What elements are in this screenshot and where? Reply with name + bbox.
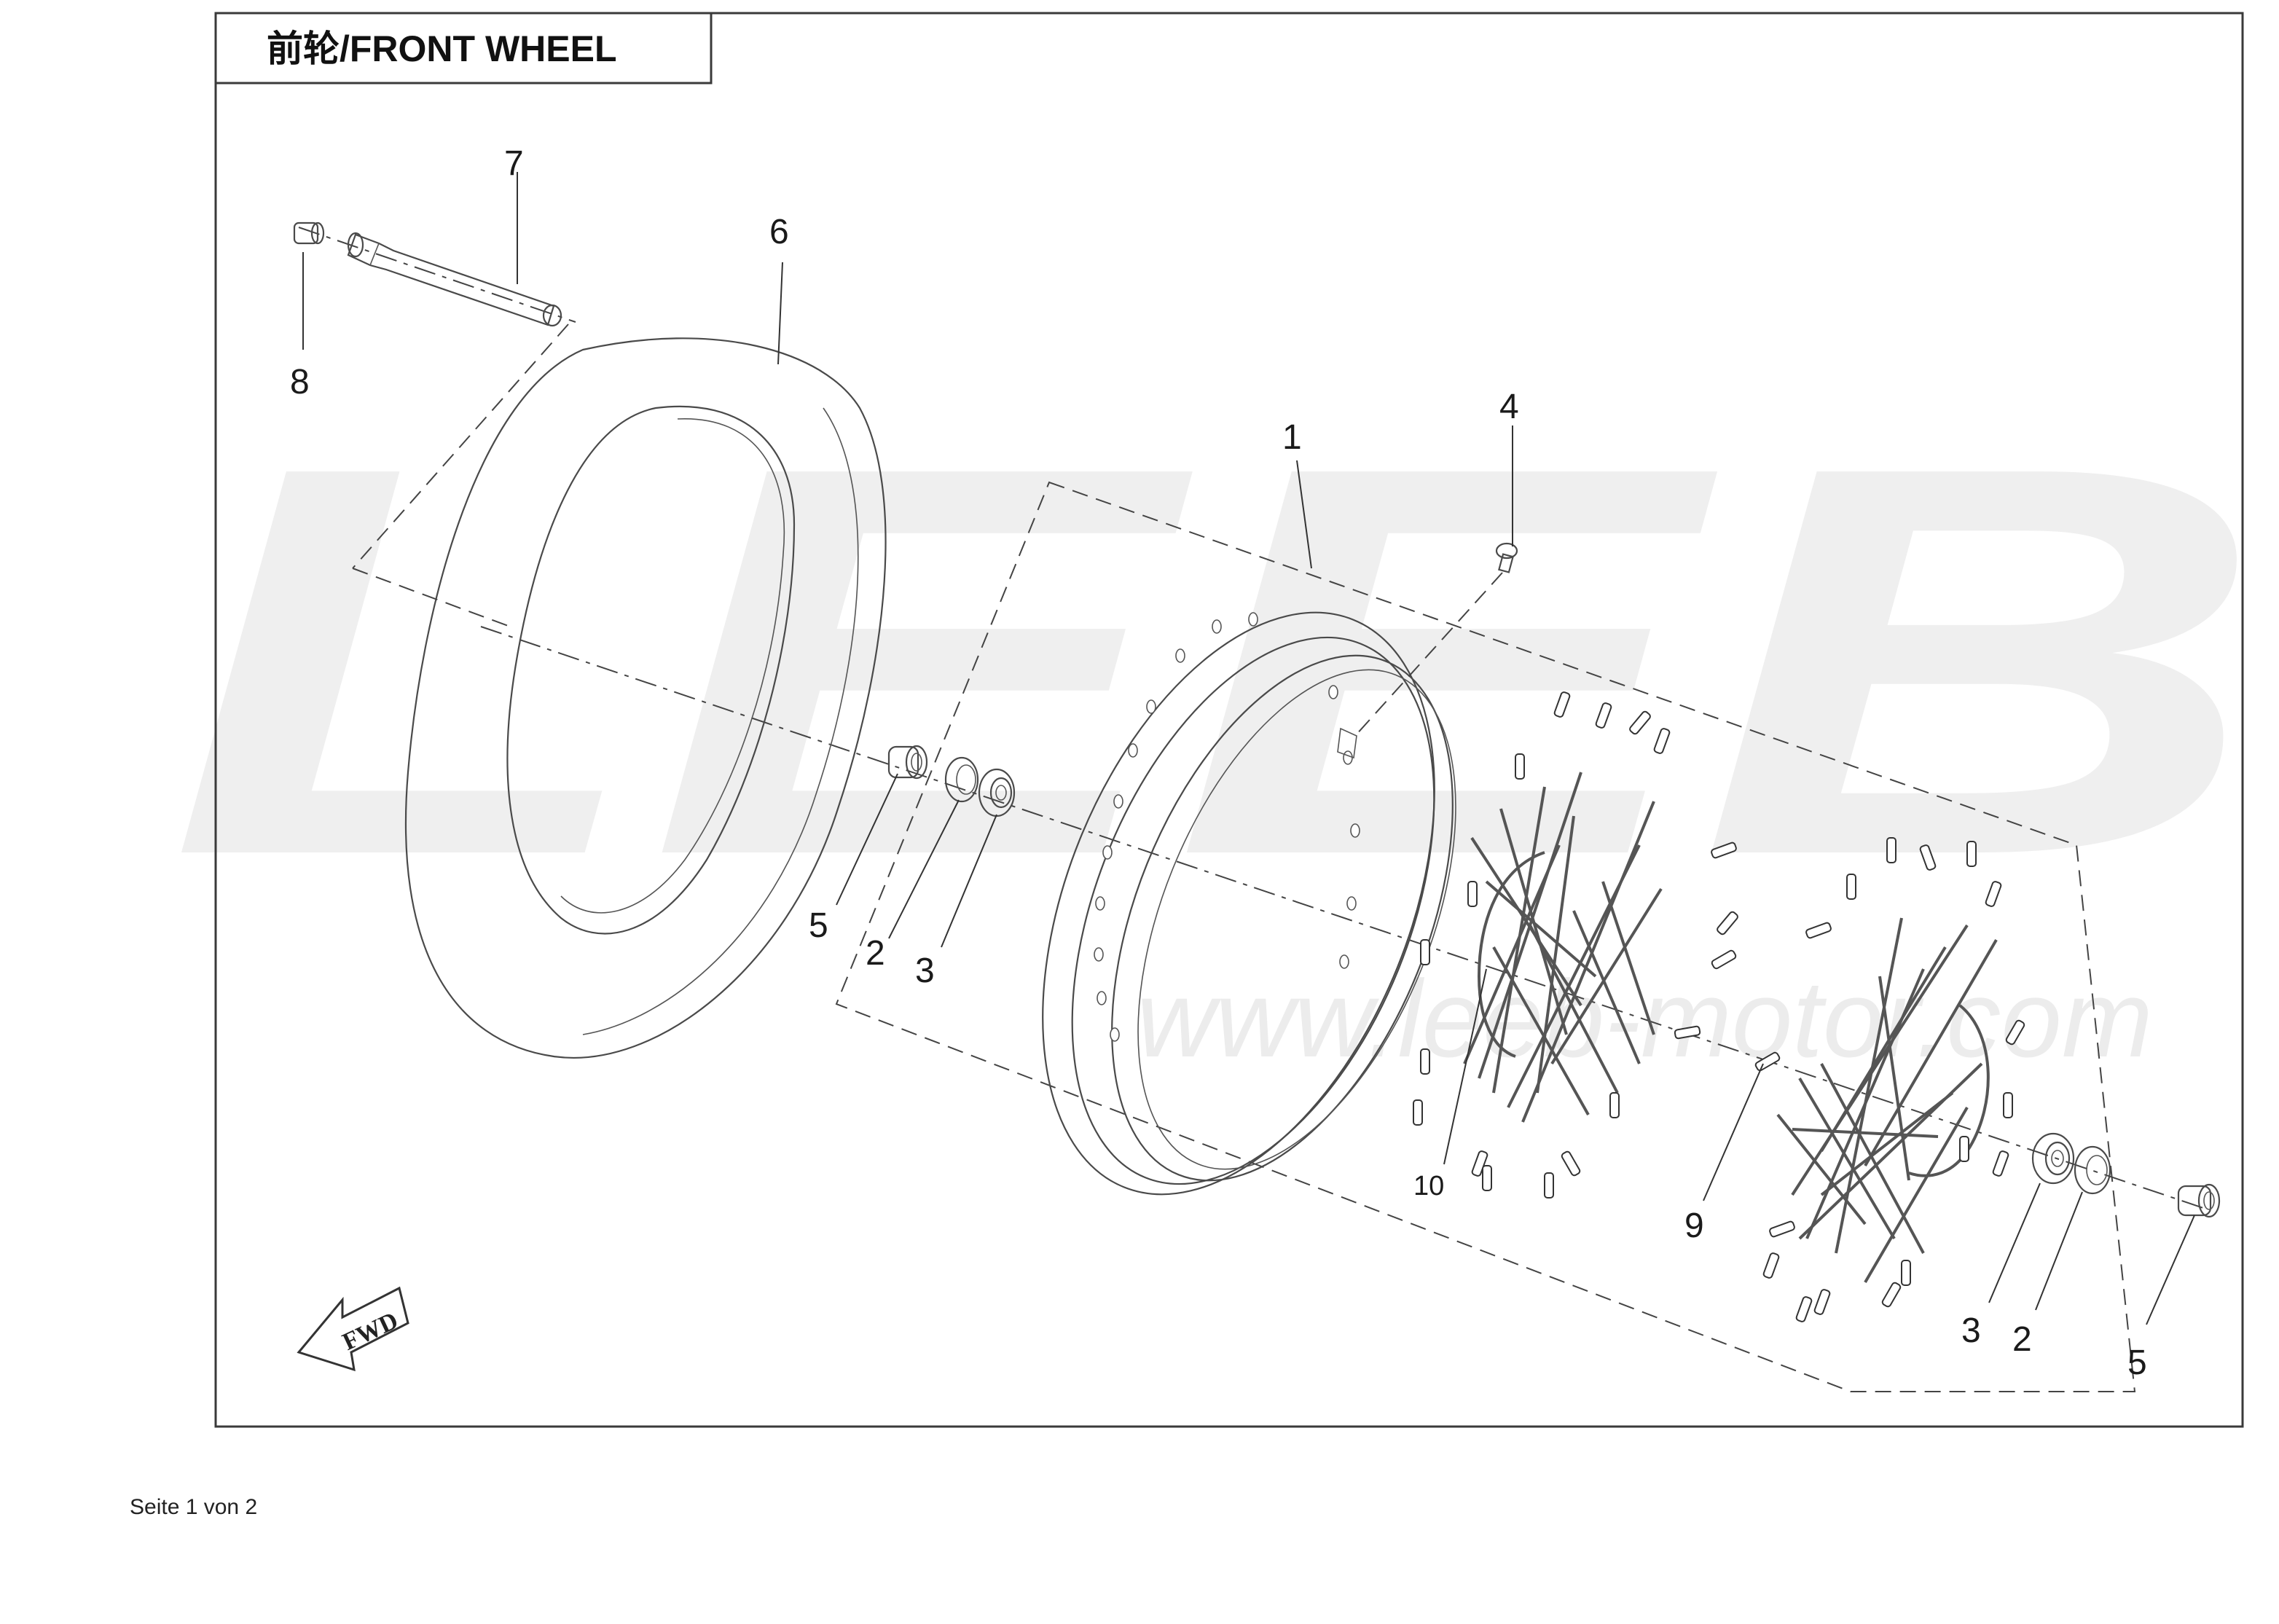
oil-seal-part-2-left — [944, 756, 979, 803]
svg-text:LEEB: LEEB — [168, 352, 2266, 970]
page-footer: Seite 1 von 2 — [130, 1495, 258, 1519]
axle-axis-line — [298, 227, 576, 323]
tire-axle-guide-2 — [352, 568, 511, 627]
callout-4: 4 — [1499, 388, 1519, 426]
callout-2-left: 2 — [866, 934, 885, 973]
callout-5-left: 5 — [809, 906, 828, 945]
watermark-url: www.leeb-motor.com — [1137, 957, 2153, 1080]
collar-part-5-right — [2177, 1183, 2221, 1218]
tire-axle-guide — [352, 323, 569, 569]
callout-10: 10 — [1413, 1171, 1444, 1201]
axle-part-7 — [347, 232, 562, 327]
callout-6: 6 — [769, 213, 789, 251]
valve-guide — [1354, 572, 1503, 737]
rim-spoke-holes — [1094, 612, 1360, 1042]
page-title: 前轮/FRONT WHEEL — [267, 28, 617, 69]
callout-7: 7 — [504, 144, 524, 183]
callout-5-right: 5 — [2127, 1343, 2147, 1382]
title-box — [214, 12, 713, 85]
callout-3-right: 3 — [1961, 1311, 1981, 1350]
forward-direction-arrow-icon: FWD — [297, 1286, 409, 1372]
bearing-part-3-right — [2031, 1132, 2075, 1185]
callout-3-left: 3 — [915, 952, 935, 990]
callout-8: 8 — [290, 363, 310, 401]
oil-seal-part-2-right — [2074, 1145, 2111, 1195]
tire-part-6 — [404, 337, 887, 1059]
valve-part-4 — [1495, 542, 1518, 573]
nipples-right — [1754, 837, 2025, 1322]
axis-line — [480, 626, 2208, 1210]
drawing-frame — [214, 12, 2244, 1428]
wheel-assembly-boundary — [835, 481, 2136, 1392]
callouts: 7 6 8 1 4 5 2 3 10 9 3 2 5 — [290, 144, 2147, 1382]
rim — [1042, 611, 1456, 1196]
nipples-left — [1413, 691, 1738, 1199]
callout-2-right: 2 — [2012, 1320, 2032, 1359]
spokes-left-part-10 — [1463, 772, 1663, 1123]
leader-lines — [302, 172, 2195, 1325]
watermark: LEEB www.leeb-motor.com — [168, 352, 2266, 1080]
spacer-part-8 — [293, 221, 325, 245]
collar-part-5-left — [887, 745, 928, 780]
spokes-right-part-9 — [1776, 917, 1998, 1284]
callout-1: 1 — [1282, 418, 1302, 457]
callout-9: 9 — [1684, 1207, 1704, 1245]
